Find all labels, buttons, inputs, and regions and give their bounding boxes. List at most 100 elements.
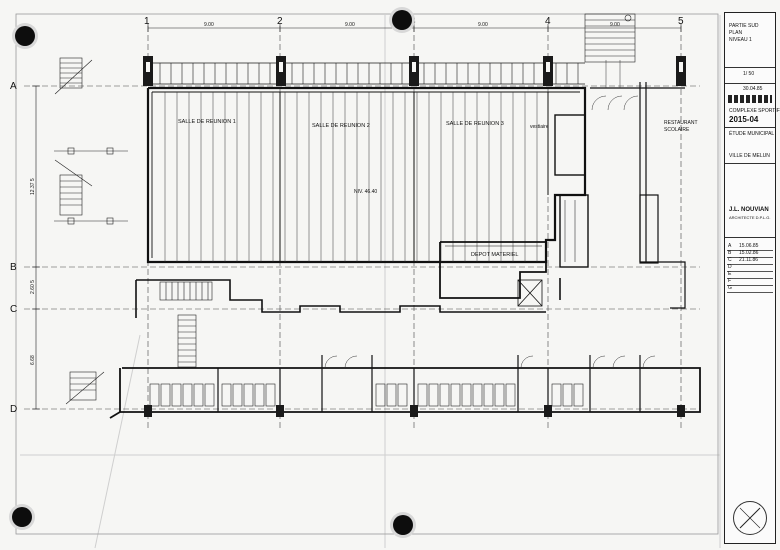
stall bbox=[573, 383, 584, 407]
stall bbox=[505, 383, 516, 407]
stall bbox=[265, 383, 276, 407]
drawing-frame bbox=[15, 13, 719, 535]
left-stair-details bbox=[54, 57, 128, 405]
row-spacing-label: 6.68 bbox=[30, 355, 36, 365]
entrance-stair bbox=[159, 281, 213, 301]
ramp bbox=[177, 314, 197, 368]
stall bbox=[243, 383, 254, 407]
col-spacing-label: 9.00 bbox=[204, 22, 214, 28]
stall bbox=[375, 383, 386, 407]
stall bbox=[397, 383, 408, 407]
grid-row-label: B bbox=[10, 262, 17, 273]
col-spacing-label: 9.00 bbox=[610, 22, 620, 28]
bottom-doors bbox=[324, 355, 656, 369]
revision-row: D bbox=[727, 264, 773, 272]
top-right-stair bbox=[584, 13, 636, 63]
pergola-bars bbox=[159, 63, 579, 84]
bottom-wing-partitions bbox=[217, 355, 641, 412]
stalls bbox=[149, 383, 584, 407]
pin-hole bbox=[15, 26, 35, 46]
level-label: NIV. 46.40 bbox=[354, 189, 377, 195]
date-value: 30.04.85 bbox=[743, 86, 763, 92]
project-title: COMPLEXE SPORTIF bbox=[729, 108, 780, 114]
stall bbox=[417, 383, 428, 407]
revision-letter: G bbox=[728, 285, 732, 291]
grid-col-label: 3 bbox=[410, 16, 416, 27]
logo-band bbox=[728, 95, 772, 103]
room-label-restaurant: SCOLAIRE bbox=[664, 127, 690, 133]
restaurant-doors bbox=[591, 60, 639, 111]
stall bbox=[221, 383, 232, 407]
grid-axes bbox=[24, 26, 700, 430]
grid-col-label: 1 bbox=[144, 16, 150, 27]
small-service-room bbox=[517, 279, 543, 307]
main-hall-walls bbox=[146, 86, 587, 264]
stall bbox=[254, 383, 265, 407]
row-spacing-label: 12.37 5 bbox=[30, 178, 36, 195]
grid-row-label: C bbox=[10, 304, 17, 315]
revision-row: E bbox=[727, 271, 773, 279]
room-label-salle-2: SALLE DE REUNION 2 bbox=[312, 123, 370, 129]
revision-date: 15.02.86 bbox=[739, 250, 759, 256]
stall bbox=[494, 383, 505, 407]
fold-lines bbox=[20, 15, 721, 549]
stall bbox=[472, 383, 483, 407]
main-hall-inner-lines bbox=[151, 91, 580, 258]
revision-letter: C bbox=[728, 257, 732, 263]
grid-row-label: A bbox=[10, 81, 17, 92]
stall bbox=[171, 383, 182, 407]
stall bbox=[160, 383, 171, 407]
stall bbox=[193, 383, 204, 407]
room-label-depot: DEPOT MATERIEL bbox=[471, 252, 518, 258]
corridor-walls bbox=[135, 278, 561, 318]
room-label-salle-3: SALLE DE REUNION 3 bbox=[446, 121, 504, 127]
stall bbox=[439, 383, 450, 407]
col-spacing-label: 9.00 bbox=[478, 22, 488, 28]
stall bbox=[483, 383, 494, 407]
grid-col-label: 5 bbox=[678, 16, 684, 27]
stall bbox=[386, 383, 397, 407]
column-notches bbox=[146, 62, 683, 72]
title-heading: PLAN bbox=[729, 30, 743, 36]
architect-name: J.L. NOUVIAN bbox=[729, 207, 769, 213]
left-dimension-line bbox=[32, 85, 40, 410]
pin-hole bbox=[12, 507, 32, 527]
client-line: VILLE DE MELUN bbox=[729, 153, 770, 159]
stall bbox=[551, 383, 562, 407]
pin-hole bbox=[392, 10, 412, 30]
revision-date: 15.06.85 bbox=[739, 243, 759, 249]
row-spacing-label: 2.60 5 bbox=[30, 280, 36, 294]
grid-row-label: D bbox=[10, 404, 17, 415]
stall bbox=[461, 383, 472, 407]
room-label-restaurant: RESTAURANT bbox=[664, 120, 698, 126]
bottom-wing-walls bbox=[109, 367, 701, 419]
grid-col-label: 2 bbox=[277, 16, 283, 27]
top-dimension-line bbox=[147, 24, 682, 32]
vestiaire-walls bbox=[554, 114, 589, 268]
title-block: PARTIE SUD PLAN NIVEAU 1 1/ 50 30.04.85 … bbox=[724, 12, 780, 544]
room-label-vestiaire: vestiaire bbox=[530, 124, 549, 130]
revision-date: 21.11.86 bbox=[739, 257, 759, 263]
stall bbox=[232, 383, 243, 407]
col-spacing-label: 9.00 bbox=[345, 22, 355, 28]
stall bbox=[182, 383, 193, 407]
revision-letter: E bbox=[728, 271, 732, 277]
restaurant-walls bbox=[590, 82, 686, 309]
title-heading: NIVEAU 1 bbox=[729, 37, 752, 43]
stall bbox=[450, 383, 461, 407]
partition-lines bbox=[164, 92, 538, 262]
scale-value: 1/ 50 bbox=[743, 71, 755, 77]
room-label-salle-1: SALLE DE REUNION 1 bbox=[178, 119, 236, 125]
depot-walls bbox=[439, 241, 547, 299]
stall bbox=[204, 383, 215, 407]
revision-letter: B bbox=[728, 250, 732, 256]
revision-letter: F bbox=[728, 278, 732, 284]
stall bbox=[428, 383, 439, 407]
north-arrow-icon bbox=[733, 501, 767, 535]
bottom-columns bbox=[144, 405, 685, 417]
revision-row: B 15.02.86 bbox=[727, 250, 773, 258]
revision-row: G bbox=[727, 285, 773, 293]
divider-lines bbox=[279, 92, 549, 262]
